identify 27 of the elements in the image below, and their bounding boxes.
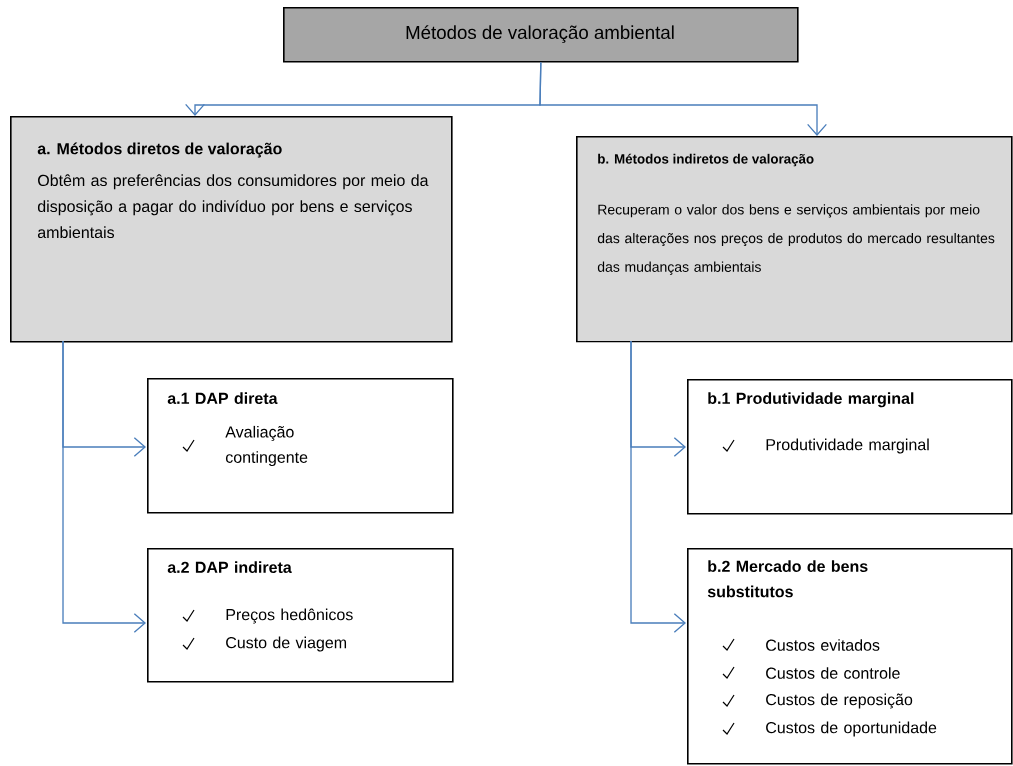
title-text: Métodos de valoração ambiental (406, 25, 674, 43)
heading-text: b.1 Produtividade marginal (708, 392, 914, 408)
item-text: Custo de viagem (226, 636, 347, 652)
box (10, 116, 453, 343)
heading-text: b. Métodos indiretos de valoração (598, 153, 814, 167)
item-text: Custos de oportunidade (766, 721, 937, 737)
item-text: Avaliação contingente (225, 425, 308, 467)
arrow (539, 61, 827, 136)
item-text: Preços hedônicos (226, 608, 353, 624)
box (576, 136, 1013, 343)
description-text: Recuperam o valor dos bens e serviços ambientais por meio das alterações nos preços de produtos do mercado resultantes das mudanças ambientais (597, 204, 995, 275)
box (687, 548, 1013, 765)
heading-text: a.2 DAP indireta (167, 561, 292, 573)
heading-text: b.2 Mercado de bens substitutos (707, 560, 868, 598)
description-text: Obtêm as preferências dos consumidores por meio da disposição a pagar do indivíduo por bens e serviços ambientais (37, 174, 429, 239)
item-text: Custos de reposição (766, 693, 913, 709)
item-text: Custos de controle (766, 667, 900, 679)
arrow (630, 340, 686, 633)
box (147, 548, 454, 683)
box (687, 379, 1013, 515)
heading-text: a. Métodos diretos de valoração (37, 142, 282, 158)
heading-text: a.1 DAP direta (167, 392, 278, 404)
item-text: Custos evitados (766, 639, 880, 651)
box (283, 7, 799, 63)
item-text: Produtividade marginal (766, 438, 929, 454)
box (147, 378, 454, 514)
arrow (62, 340, 146, 633)
